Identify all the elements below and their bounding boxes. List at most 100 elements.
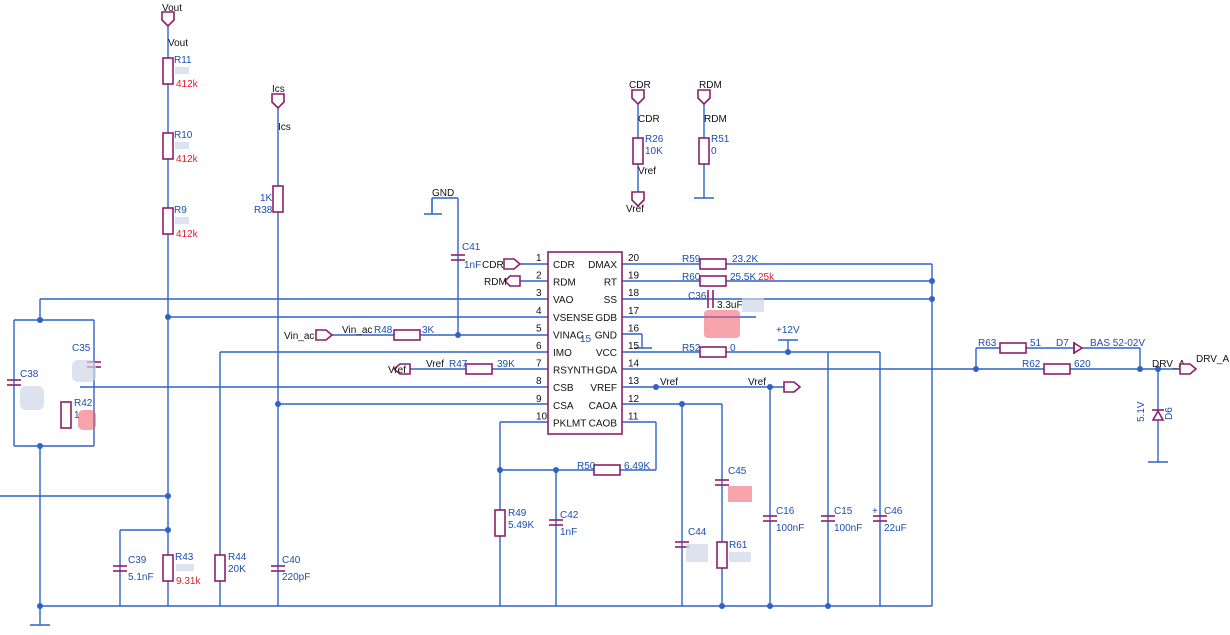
port-12v: +12V xyxy=(776,325,800,336)
port-vref-out: Vref Vref xyxy=(660,377,802,393)
svg-text:5.1nF: 5.1nF xyxy=(128,572,154,583)
drv-port-label: DRV_A xyxy=(1196,354,1229,365)
svg-text:1nF: 1nF xyxy=(464,260,481,271)
ic-pin-name: VREF xyxy=(590,383,617,394)
resistor-r10: R10 412k xyxy=(162,130,199,165)
ic-pin-number: 5 xyxy=(536,323,542,334)
capacitor-c40: C40 220pF xyxy=(271,555,310,583)
capacitor-c42: C42 1nF xyxy=(549,510,579,538)
resistor-r59: R59 23.2K xyxy=(682,254,758,270)
svg-text:D7: D7 xyxy=(1056,338,1069,349)
svg-text:9.31k: 9.31k xyxy=(176,576,201,587)
svg-text:C41: C41 xyxy=(462,242,481,253)
ic-pin-name: CSB xyxy=(553,383,574,394)
ic-pin-name: GDB xyxy=(595,313,617,324)
port-vref-in: Vref Vref xyxy=(388,359,444,376)
ic-pin-name: RSYNTH xyxy=(553,366,594,377)
capacitor-c41: C41 1nF xyxy=(451,242,481,271)
capacitor-c44: C44 xyxy=(675,527,708,562)
ics-port-label: Ics xyxy=(272,84,285,95)
ic-pin-number: 13 xyxy=(628,376,640,387)
svg-text:C45: C45 xyxy=(728,466,747,477)
ic-pin-name: CSA xyxy=(553,401,574,412)
vout-net-label: Vout xyxy=(168,38,188,49)
svg-text:R49: R49 xyxy=(508,508,527,519)
svg-text:220pF: 220pF xyxy=(282,572,310,583)
resistor-r11: R11 412k xyxy=(162,55,199,90)
vref-out-net-label: Vref xyxy=(660,377,678,388)
port-vin-ac: Vin_ac Vin_ac xyxy=(284,325,372,342)
port-vout: Vout Vout xyxy=(161,3,188,49)
ics-net-label: Ics xyxy=(278,122,291,133)
resistor-r51: R51 0 xyxy=(698,134,730,165)
vref-net-label-a: Vref xyxy=(638,166,656,177)
svg-text:20K: 20K xyxy=(228,564,246,575)
svg-text:R11: R11 xyxy=(174,55,192,66)
svg-text:R50: R50 xyxy=(577,461,596,472)
svg-text:412k: 412k xyxy=(176,229,199,240)
svg-text:BAS 52-02V: BAS 52-02V xyxy=(1090,338,1145,349)
junctions xyxy=(37,278,1161,609)
svg-text:3.3uF: 3.3uF xyxy=(717,300,743,311)
port-rdm: RDM RDM xyxy=(697,80,727,125)
port-gnd: GND xyxy=(432,188,454,199)
port-drv: DRV_A DRV_A xyxy=(1152,354,1229,375)
svg-text:R47: R47 xyxy=(449,359,468,370)
ic-pin-name: GND xyxy=(595,330,617,341)
resistor-r26: R26 10K xyxy=(632,134,664,165)
svg-text:1K: 1K xyxy=(260,193,273,204)
resistor-r38: 1K R38 xyxy=(254,185,284,216)
capacitor-c45: C45 xyxy=(715,466,752,502)
svg-text:R52: R52 xyxy=(682,343,701,354)
ic-pin-number: 10 xyxy=(536,411,548,422)
svg-text:620: 620 xyxy=(1074,359,1091,370)
svg-text:0: 0 xyxy=(711,146,717,157)
rdm-in-label: RDM xyxy=(484,277,507,288)
svg-text:C39: C39 xyxy=(128,555,147,566)
ic-pin-number: 1 xyxy=(536,253,542,264)
svg-text:51: 51 xyxy=(1030,338,1042,349)
ic-pin-number: 8 xyxy=(536,376,542,387)
ic-pin-number: 6 xyxy=(536,341,542,352)
port-cdr: CDR CDR Vref Vref xyxy=(626,80,660,215)
ic-pin-number: 16 xyxy=(628,323,640,334)
vin-ac-port-label: Vin_ac xyxy=(284,331,314,342)
vref-in-net-label: Vref xyxy=(426,359,444,370)
capacitor-c36: C36 3.3uF xyxy=(688,290,764,338)
cdr-port-label: CDR xyxy=(629,80,651,91)
svg-text:C38: C38 xyxy=(20,369,39,380)
svg-text:R63: R63 xyxy=(978,338,997,349)
svg-text:R9: R9 xyxy=(174,205,187,216)
svg-text:C40: C40 xyxy=(282,555,301,566)
ic-pin-name: CAOA xyxy=(589,401,618,412)
svg-text:5.49K: 5.49K xyxy=(508,520,534,531)
svg-text:C44: C44 xyxy=(688,527,707,538)
svg-text:R42: R42 xyxy=(74,398,93,409)
svg-text:R48: R48 xyxy=(374,325,393,336)
vref-in-port-label: Vref xyxy=(388,365,406,376)
resistor-r63: R63 51 xyxy=(978,338,1042,354)
resistor-r48: R48 3K xyxy=(374,325,435,341)
svg-text:C15: C15 xyxy=(834,506,853,517)
svg-text:0: 0 xyxy=(730,343,736,354)
svg-text:R26: R26 xyxy=(645,134,664,145)
svg-text:R59: R59 xyxy=(682,254,701,265)
capacitor-c39: C39 5.1nF xyxy=(113,555,154,583)
svg-text:+: + xyxy=(872,506,878,517)
port-ics: Ics Ics xyxy=(271,84,291,133)
ic-pin-number: 20 xyxy=(628,253,640,264)
svg-text:R44: R44 xyxy=(228,552,247,563)
ic-pin-number: 12 xyxy=(628,394,640,405)
ic-pin-number: 7 xyxy=(536,359,542,370)
svg-text:25k: 25k xyxy=(758,272,775,283)
svg-text:5.1V: 5.1V xyxy=(1136,401,1147,422)
ic-pin-number: 11 xyxy=(628,411,639,422)
resistor-r62: R62 620 xyxy=(1022,359,1091,375)
ic-pin-name: VSENSE xyxy=(553,313,594,324)
svg-text:C36: C36 xyxy=(688,291,707,302)
svg-text:C35: C35 xyxy=(72,343,91,354)
svg-text:10K: 10K xyxy=(645,146,663,157)
svg-text:1nF: 1nF xyxy=(560,527,577,538)
svg-text:1: 1 xyxy=(74,410,80,421)
